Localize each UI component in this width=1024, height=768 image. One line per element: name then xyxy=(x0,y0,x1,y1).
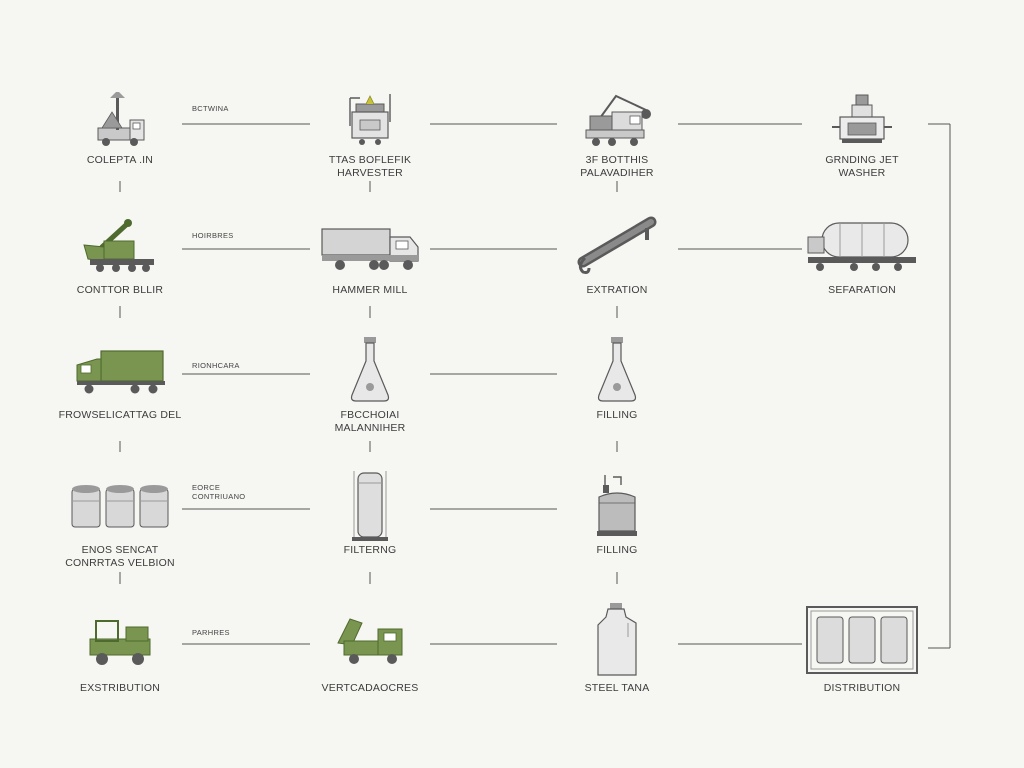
flask-icon xyxy=(350,337,390,402)
hopper-machine-icon xyxy=(349,94,391,145)
node-label: HAMMER MILL xyxy=(290,284,450,297)
edge-label-line: RIONHCARA xyxy=(192,361,240,370)
edge-label-line: HOIRBRES xyxy=(192,231,234,240)
green-harvester-icon xyxy=(83,219,154,272)
node-label-line: SEFARATION xyxy=(828,284,896,296)
node-label: FILLING xyxy=(537,409,697,422)
edge-label-5: PARHRES xyxy=(192,628,230,637)
node-label-line: STEEL TANA xyxy=(584,682,650,694)
node-label: COLEPTA .IN xyxy=(40,154,200,167)
node-label: EXSTRIBUTION xyxy=(40,682,200,695)
node-filtering: FILTERNG xyxy=(290,467,450,556)
reactor-tank-icon xyxy=(597,475,637,536)
node-label-line: WASHER xyxy=(838,167,886,179)
node-label-line: FILTERNG xyxy=(343,544,397,556)
node-hammer-mill: HAMMER MILL xyxy=(290,219,450,296)
node-label-line: EXTRATION xyxy=(586,284,648,296)
node-exstribution: EXSTRIBUTION xyxy=(40,613,200,694)
node-steel-tana: STEEL TANA xyxy=(537,603,697,694)
node-sefaration: SEFARATION xyxy=(782,217,942,296)
node-filling-1: FILLING xyxy=(537,337,697,421)
node-label-line: HAMMER MILL xyxy=(332,284,408,296)
node-label-line: FROWSELICATTAG DEL xyxy=(58,409,182,421)
green-truck-icon xyxy=(76,350,165,394)
node-label-line: 3F BOTTHIS xyxy=(585,154,649,166)
node-label-line: FILLING xyxy=(596,544,638,556)
node-label-line: EXSTRIBUTION xyxy=(80,682,160,694)
tanker-icon xyxy=(807,222,916,271)
node-label-line: PALAVADIHER xyxy=(580,167,654,179)
edge-label-1: BCTWINA xyxy=(192,104,229,113)
node-label-line: CONRRTAS VELBION xyxy=(65,557,175,569)
node-label-line: FBCCHOIAI xyxy=(340,409,400,421)
node-label: EXTRATION xyxy=(537,284,697,297)
green-dump-truck-icon xyxy=(337,618,403,664)
node-label: STEEL TANA xyxy=(537,682,697,695)
edge-label-line: EORCE xyxy=(192,483,221,492)
node-label-line: HARVESTER xyxy=(337,167,403,179)
node-frowselicating: FROWSELICATTAG DEL xyxy=(40,345,200,421)
node-extration: EXTRATION xyxy=(537,214,697,296)
edge-label-line: CONTRIUANO xyxy=(192,492,246,501)
container-rack-icon xyxy=(806,606,918,674)
node-label: SEFARATION xyxy=(782,284,942,297)
node-label: VERTCADAOCRES xyxy=(290,682,450,695)
node-label-line: TTAS BOFLEFIK xyxy=(328,154,412,166)
node-label-line: DISTRIBUTION xyxy=(823,682,901,694)
node-label-line: CONTTOR BLLIR xyxy=(76,284,164,296)
silos-icon xyxy=(71,485,169,528)
green-tractor-icon xyxy=(89,620,151,665)
node-contor-bllir: CONTTOR BLLIR xyxy=(40,217,200,296)
jug-icon xyxy=(597,603,637,676)
node-label-line: ENOS SENCAT xyxy=(81,544,159,556)
node-label-line: COLEPTA .IN xyxy=(86,154,154,166)
node-colepta-in: COLEPTA .IN xyxy=(40,92,200,166)
node-label-line: GRNDING JET xyxy=(825,154,899,166)
grinder-machine-icon xyxy=(832,94,892,143)
crane-truck-icon xyxy=(97,92,145,146)
edge-label-3: RIONHCARA xyxy=(192,361,240,370)
node-label-line: MALANNIHER xyxy=(334,422,406,434)
filter-tank-icon xyxy=(352,471,388,541)
node-label: CONTTOR BLLIR xyxy=(40,284,200,297)
node-label-line: VERTCADAOCRES xyxy=(321,682,419,694)
edge-label-2: HOIRBRES xyxy=(192,231,234,240)
edge-label-line: BCTWINA xyxy=(192,104,229,113)
node-vertcadaocres: VERTCADAOCRES xyxy=(290,613,450,694)
node-label: DISTRIBUTION xyxy=(782,682,942,695)
loader-crane-icon xyxy=(585,94,651,146)
node-label-line: FILLING xyxy=(596,409,638,421)
node-filling-2: FILLING xyxy=(537,473,697,556)
flask-icon xyxy=(597,337,637,402)
node-label: FROWSELICATTAG DEL xyxy=(40,409,200,422)
node-distribution: DISTRIBUTION xyxy=(782,605,942,694)
node-label: FILLING xyxy=(537,544,697,557)
connector-lines xyxy=(119,123,951,649)
box-truck-icon xyxy=(321,228,419,270)
edge-label-line: PARHRES xyxy=(192,628,230,637)
node-label: FILTERNG xyxy=(290,544,450,557)
screw-conveyor-icon xyxy=(577,216,657,274)
